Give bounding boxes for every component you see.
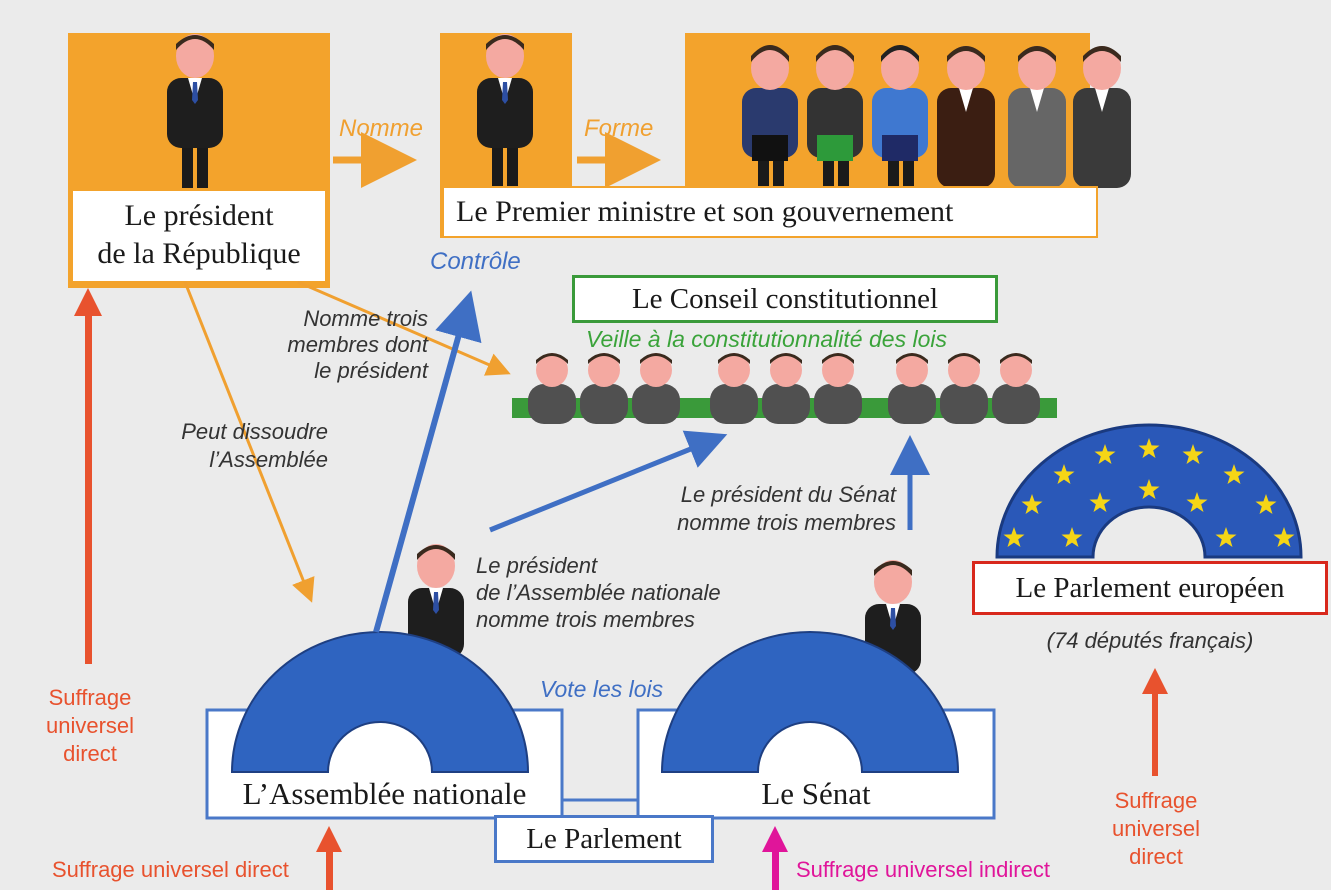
nomme-trois-line-1: Nomme trois [303, 306, 428, 331]
president-label: Le président de la République [73, 191, 325, 281]
council-member-person-icon [580, 353, 628, 424]
dissoudre-line-1: Peut dissoudre [181, 419, 328, 444]
blue-arrow-icon [373, 290, 930, 633]
european-parliament-hemicycle-icon [995, 423, 1303, 559]
minister-person-icon [1008, 46, 1066, 188]
assembly-president-label: Le président de l’Assemblée nationale no… [476, 552, 721, 633]
council-subtitle: Veille à la constitutionnalité des lois [586, 326, 947, 352]
suffrage-left-line-2: universel [45, 713, 135, 738]
president-person-icon [167, 34, 223, 188]
vote-label: Vote les lois [540, 676, 664, 702]
parliament-title: Le Parlement [526, 823, 682, 855]
suffrage-bottom-indirect-label: Suffrage universel indirect [796, 857, 1050, 882]
council-member-person-icon [710, 353, 758, 424]
assembly-title: L’Assemblée nationale [242, 776, 527, 811]
nomme-label: Nomme [339, 115, 424, 142]
minister-person-icon [807, 45, 863, 186]
council-member-person-icon [940, 353, 988, 424]
president-label-line-2: de la République [97, 237, 301, 270]
minister-person-icon [1073, 46, 1131, 188]
european-parliament-subtitle: (74 députés français) [1046, 628, 1254, 653]
assembly-president-line-1: Le président [476, 553, 598, 578]
council-member-person-icon [632, 353, 680, 424]
forme-label: Forme [584, 115, 654, 142]
government-members [742, 45, 1131, 188]
suffrage-arrow-icon [74, 288, 1168, 890]
council-title: Le Conseil constitutionnel [631, 283, 939, 315]
council-member-person-icon [814, 353, 862, 424]
council-member-person-icon [528, 353, 576, 424]
suffrage-left-line-1: Suffrage [48, 685, 132, 710]
parliament-box: Le Parlement [494, 815, 714, 863]
suffrage-right-line-2: universel [1111, 816, 1201, 841]
prime-minister-label-text: Le Premier ministre et son gouvernement [456, 195, 954, 228]
senate-president-label: Le président du Sénat nomme trois membre… [640, 481, 896, 537]
suffrage-bottom-direct-label: Suffrage universel direct [52, 857, 289, 882]
council-member-person-icon [992, 353, 1040, 424]
council-member-person-icon [888, 353, 936, 424]
prime-minister-label: Le Premier ministre et son gouvernement [442, 186, 1098, 238]
minister-person-icon [937, 46, 995, 188]
suffrage-left-line-3: direct [63, 741, 117, 766]
suffrage-right-line-1: Suffrage [1114, 788, 1198, 813]
council-title-box: Le Conseil constitutionnel [572, 275, 998, 323]
orange-arrow-icon [183, 132, 661, 603]
president-label-line-1: Le président [124, 199, 274, 232]
prime-minister-person-icon [477, 34, 533, 188]
assembly-hemicycle-icon [230, 631, 530, 773]
senate-president-line-1: Le président du Sénat [680, 482, 896, 507]
assembly-president-line-2: de l’Assemblée nationale [476, 580, 721, 605]
dissoudre-label: Peut dissoudre l’Assemblée [150, 418, 328, 474]
dissoudre-line-2: l’Assemblée [209, 447, 328, 472]
nomme-trois-line-3: le président [314, 358, 428, 383]
council-member-person-icon [762, 353, 810, 424]
senate-title: Le Sénat [761, 776, 871, 811]
minister-person-icon [742, 45, 798, 186]
european-parliament-box: Le Parlement européen [972, 561, 1328, 615]
suffrage-left-label: Suffrage universel direct [20, 684, 160, 768]
european-parliament-title: Le Parlement européen [1015, 572, 1285, 604]
nomme-trois-label: Nomme trois membres dont le président [270, 306, 428, 384]
suffrage-right-line-3: direct [1129, 844, 1183, 869]
suffrage-right-label: Suffrage universel direct [1086, 787, 1226, 871]
senate-hemicycle-icon [660, 631, 960, 773]
council-members [528, 353, 1040, 424]
nomme-trois-line-2: membres dont [287, 332, 428, 357]
minister-person-icon [872, 45, 928, 186]
assembly-president-line-3: nomme trois membres [476, 607, 695, 632]
controle-label: Contrôle [430, 248, 521, 275]
senate-president-line-2: nomme trois membres [677, 510, 896, 535]
